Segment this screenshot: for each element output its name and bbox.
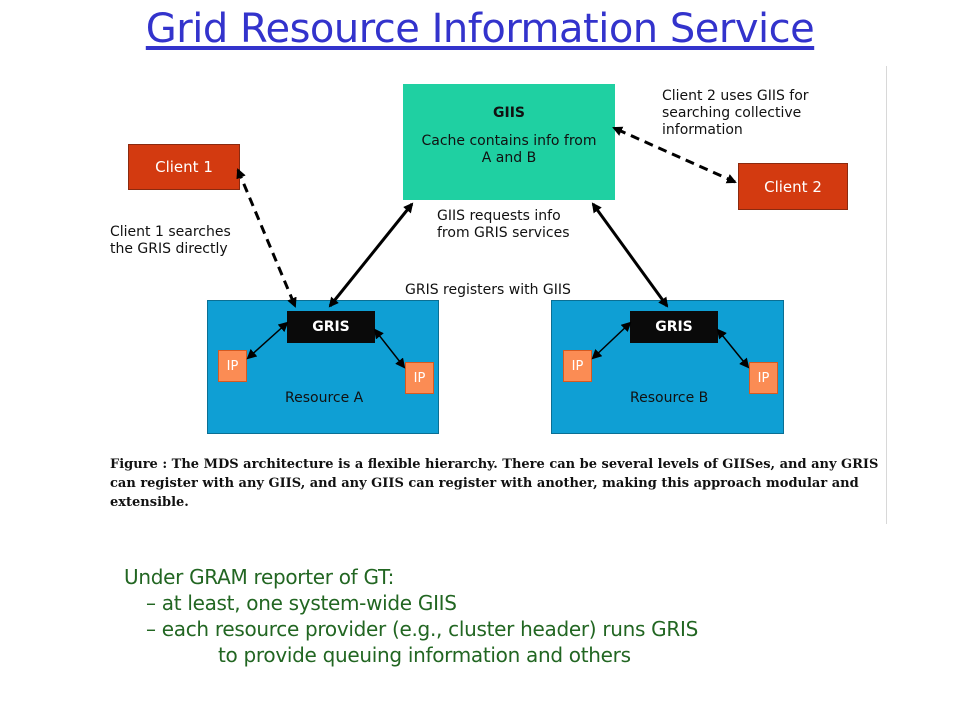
giis-body: Cache contains info from A and B — [403, 133, 615, 167]
client-2-note-line-2: searching collective — [662, 105, 802, 121]
resource-a-label: Resource A — [285, 390, 364, 406]
arrow-client1-gris-a — [236, 168, 297, 308]
client-1-box: Client 1 — [128, 144, 240, 190]
bullet-item-1: – at least, one system-wide GIIS — [146, 591, 457, 615]
gris-a-box: GRIS — [287, 311, 375, 343]
arrow-giis-gris-b — [591, 202, 669, 308]
gris-b-box: GRIS — [630, 311, 718, 343]
client-2-note-line-1: Client 2 uses GIIS for — [662, 88, 809, 104]
ip-b-right-box: IP — [749, 362, 778, 394]
client-1-note-line-2: the GRIS directly — [110, 241, 228, 257]
giis-requests-note: GIIS requests info from GRIS services — [437, 208, 570, 242]
client-1-note-line-1: Client 1 searches — [110, 224, 231, 240]
ip-b-left-box: IP — [563, 350, 592, 382]
figure-caption: Figure : The MDS architecture is a flexi… — [110, 457, 879, 510]
bullet-item-2-continued: to provide queuing information and other… — [218, 643, 631, 667]
giis-requests-note-line-1: GIIS requests info — [437, 208, 561, 224]
client-2-box: Client 2 — [738, 163, 848, 210]
arrow-gris-a-ip-right — [373, 328, 406, 369]
bullet-intro: Under GRAM reporter of GT: — [124, 565, 395, 589]
giis-heading: GIIS — [493, 105, 525, 121]
slide-title: Grid Resource Information Service — [145, 6, 815, 52]
resource-b-label: Resource B — [630, 390, 709, 406]
bullet-text: Under GRAM reporter of GT: – at least, o… — [124, 564, 698, 668]
giis-requests-note-line-2: from GRIS services — [437, 225, 570, 241]
arrow-gris-a-ip-left — [246, 321, 289, 360]
bullet-item-2: – each resource provider (e.g., cluster … — [146, 617, 698, 641]
arrow-gris-b-ip-right — [716, 328, 750, 369]
gris-registers-note: GRIS registers with GIIS — [405, 282, 571, 298]
arrow-gris-b-ip-left — [591, 321, 632, 360]
figure-border-line — [886, 66, 887, 524]
giis-body-line-2: A and B — [481, 150, 537, 166]
giis-box: GIIS Cache contains info from A and B — [403, 84, 615, 200]
arrow-giis-gris-a — [328, 202, 414, 308]
giis-body-line-1: Cache contains info from — [421, 133, 597, 149]
ip-a-right-box: IP — [405, 362, 434, 394]
arrow-client2-giis — [612, 126, 737, 184]
client-1-note: Client 1 searches the GRIS directly — [110, 224, 231, 258]
ip-a-left-box: IP — [218, 350, 247, 382]
